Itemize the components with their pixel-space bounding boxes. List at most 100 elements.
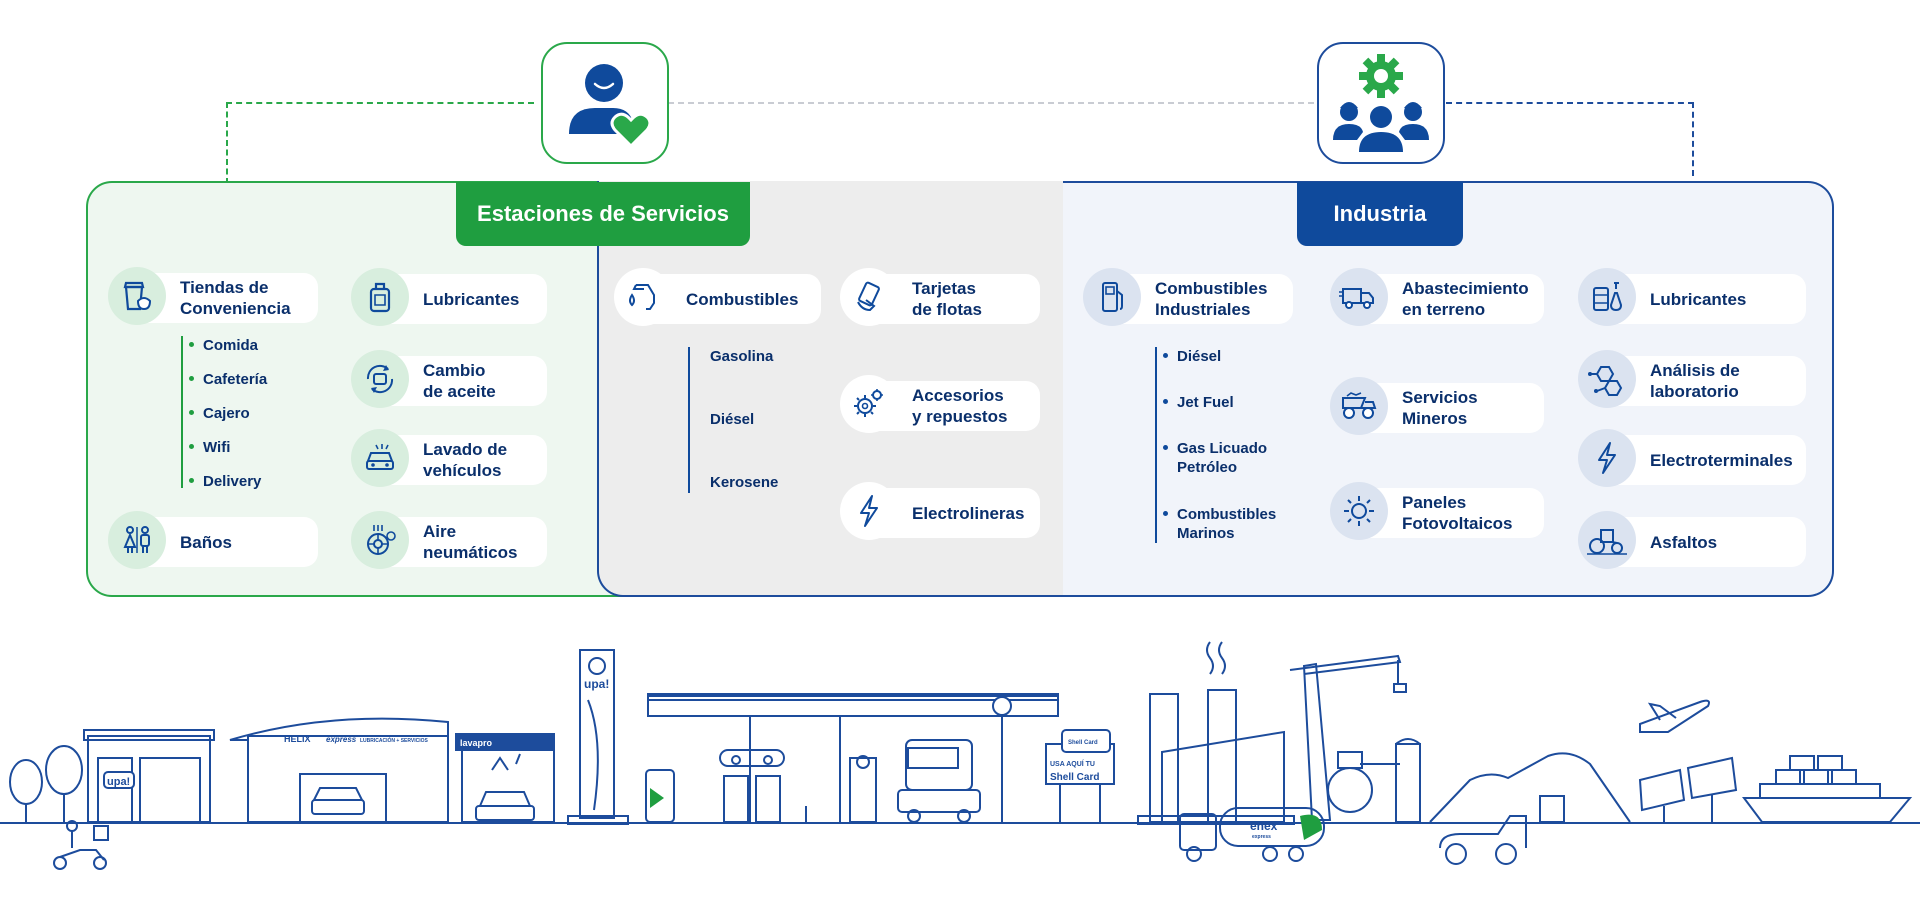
- item-industrial-fuels[interactable]: Combustibles Industriales: [1083, 268, 1293, 326]
- industry-fuel-sub-3: Combustibles Marinos: [1163, 505, 1276, 543]
- lavapro-sign: lavapro: [460, 738, 493, 748]
- item-label: Baños: [180, 532, 232, 552]
- lightning-icon: [1578, 429, 1636, 487]
- item-lab-analysis[interactable]: Análisis de laboratorio: [1578, 350, 1806, 408]
- item-car-wash[interactable]: Lavado de vehículos: [351, 429, 547, 487]
- oil-can-icon: [351, 268, 409, 326]
- fuel-sub-2: Kerosene: [696, 473, 778, 492]
- fuel-nozzle-icon: [614, 268, 672, 326]
- item-label: Análisis de laboratorio: [1650, 361, 1740, 401]
- fuel-pump-left: [719, 749, 785, 823]
- customer-heart-icon: [569, 64, 652, 149]
- delivery-truck-icon: [1330, 268, 1388, 326]
- item-label: Electroterminales: [1650, 450, 1793, 470]
- tab-stations[interactable]: Estaciones de Servicios: [456, 182, 750, 246]
- item-electroterminals[interactable]: Electroterminales: [1578, 429, 1806, 487]
- cargo-ship: [1742, 755, 1913, 823]
- item-accessories[interactable]: Accesorios y repuestos: [840, 375, 1040, 433]
- convenience-sub-line: [181, 336, 183, 488]
- shell-logo: [588, 657, 606, 675]
- tire-air-icon: [351, 511, 409, 569]
- convenience-sub-3: Wifi: [189, 438, 230, 457]
- tab-industry[interactable]: Industria: [1297, 182, 1463, 246]
- industry-fuel-sub-line: [1155, 347, 1157, 543]
- fuel-sub-1: Diésel: [696, 410, 754, 429]
- lubrication-building: [229, 717, 449, 823]
- item-tire-air[interactable]: Aire neumáticos: [351, 511, 547, 569]
- factory-building: [1137, 641, 1295, 825]
- mining-truck-icon: [1330, 377, 1388, 435]
- semi-truck: [897, 739, 981, 823]
- item-industry-lubricants[interactable]: Lubricantes: [1578, 268, 1806, 326]
- tree-icon: [9, 745, 83, 822]
- item-label: Accesorios y repuestos: [912, 386, 1008, 426]
- bottom-illustration: upa! upa! HELIX express LUBRICACIÓN + SE…: [9, 641, 1913, 870]
- item-convenience-store[interactable]: Tiendas de Conveniencia: [108, 267, 318, 325]
- lubricant-drum-icon: [1578, 268, 1636, 326]
- item-fuels[interactable]: Combustibles: [614, 268, 821, 326]
- car-wash-icon: [351, 429, 409, 487]
- upa-tower-sign: upa!: [584, 677, 609, 691]
- charger-post: [645, 769, 675, 823]
- item-charging-stations[interactable]: Electrolineras: [840, 482, 1040, 540]
- fuel-station-canopy: [647, 693, 1059, 822]
- item-restrooms[interactable]: Baños: [108, 511, 318, 569]
- shell-card-line1: USA AQUÍ TU: [1050, 759, 1095, 768]
- fuel-tanker-truck: [1179, 807, 1325, 862]
- shell-logo: [992, 696, 1012, 716]
- item-label: Abastecimiento en terreno: [1402, 279, 1529, 319]
- convenience-sub-2: Cajero: [189, 404, 250, 423]
- item-on-site-supply[interactable]: Abastecimiento en terreno: [1330, 268, 1544, 326]
- connector-right: [1446, 102, 1694, 176]
- shell-card-mini: Shell Card: [1068, 740, 1098, 746]
- scooter-icon: [53, 820, 109, 870]
- item-oil-change[interactable]: Cambio de aceite: [351, 350, 547, 408]
- road-roller-icon: [1578, 511, 1636, 569]
- item-asphalts[interactable]: Asfaltos: [1578, 511, 1806, 569]
- helix-sign: HELIX: [284, 734, 311, 744]
- item-label: Electrolineras: [912, 503, 1025, 523]
- connector-middle: [668, 102, 1314, 104]
- ground-line: [0, 822, 1920, 824]
- lub-services-sign: LUBRICACIÓN + SERVICIOS: [360, 736, 428, 744]
- crane: [1289, 654, 1407, 821]
- item-label: Combustibles: [686, 289, 799, 309]
- tanker-accent: [1300, 814, 1322, 840]
- connector-left: [226, 102, 534, 184]
- item-solar-panels[interactable]: Paneles Fotovoltaicos: [1330, 482, 1544, 540]
- restroom-icon: [108, 511, 166, 569]
- item-label: Lubricantes: [423, 289, 520, 309]
- solar-panel-array: [1638, 756, 1738, 822]
- enex-logo: enex: [1250, 819, 1278, 833]
- item-mining-services[interactable]: Servicios Mineros: [1330, 377, 1544, 435]
- industry-fuel-sub-2: Gas Licuado Petróleo: [1163, 439, 1267, 477]
- item-label: Cambio de aceite: [423, 361, 496, 401]
- workers-gear-icon: [1333, 54, 1429, 152]
- item-label: Asfaltos: [1650, 532, 1718, 552]
- convenience-sub-0: Comida: [189, 336, 258, 355]
- fleet-card-icon: [840, 268, 898, 326]
- mountain-mine: [1429, 752, 1631, 865]
- gears-icon: [840, 375, 898, 433]
- item-label: Tiendas de Conveniencia: [180, 278, 291, 318]
- lightning-icon: [840, 482, 898, 540]
- item-lubricants[interactable]: Lubricantes: [351, 268, 547, 326]
- item-label: Paneles Fotovoltaicos: [1402, 493, 1513, 533]
- shell-card-line2: Shell Card: [1050, 772, 1099, 783]
- molecule-icon: [1578, 350, 1636, 408]
- car-wash-building: [455, 733, 555, 823]
- industry-fuel-sub-0: Diésel: [1163, 347, 1221, 366]
- sun-icon: [1330, 482, 1388, 540]
- fuel-pump-right: [805, 755, 877, 823]
- fuel-pump-icon: [1083, 268, 1141, 326]
- item-label: Servicios Mineros: [1402, 388, 1478, 428]
- item-fleet-cards[interactable]: Tarjetas de flotas: [840, 268, 1040, 326]
- customer-avatar-box: [541, 42, 669, 164]
- express-sign: express: [326, 735, 357, 744]
- fuel-sub-line: [688, 347, 690, 493]
- storage-tank: [1327, 738, 1421, 823]
- item-label: Aire neumáticos: [423, 522, 518, 562]
- convenience-sub-1: Cafetería: [189, 370, 267, 389]
- industry-avatar-box: [1317, 42, 1445, 164]
- convenience-store-building: [83, 729, 215, 823]
